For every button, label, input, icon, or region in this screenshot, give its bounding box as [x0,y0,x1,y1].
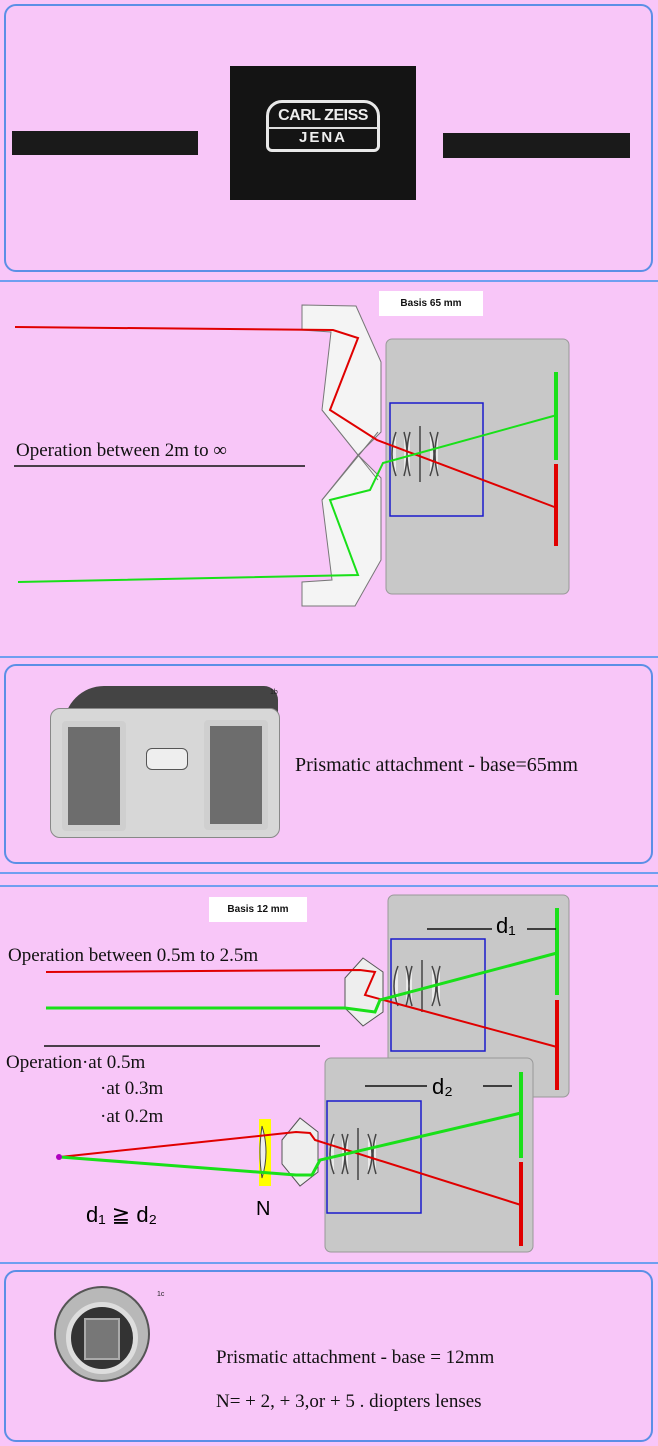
logo-panel [4,4,653,272]
green-ray-12-a [46,951,558,1014]
object-point [56,1154,62,1160]
lens-box-12-a [390,938,486,1052]
prism-65-panel [4,664,653,864]
operation-text-12: Operation between 0.5m to 2.5m [8,945,259,966]
lens-elements-65 [391,426,439,482]
prism-small-a [344,957,384,1027]
prism-12-caption-1: Prismatic attachment - base = 12mm [216,1347,495,1368]
n-label: N [256,1198,271,1220]
op-at-2: ·at 0.3m [100,1078,164,1099]
operation-text-65: Operation between 2m to ∞ [16,440,227,461]
prism-12-panel [4,1270,653,1442]
op-at-3: ·at 0.2m [100,1106,164,1127]
logo-badge [266,100,380,152]
prism-cross-b [321,431,379,501]
d2-label: d₂ [432,1074,453,1099]
green-ray-65 [17,414,558,583]
basis-12-label: Basis 12 mm [209,897,307,922]
prism-12-photo [54,1286,150,1390]
red-ray-65 [14,326,558,509]
prism-cross-a [321,409,379,481]
window-left [62,721,126,831]
separator-5 [0,1262,658,1264]
separator-4 [0,885,658,887]
window-right [204,720,268,830]
camera-body-12-b [324,1057,534,1253]
red-ray-12-a [45,968,558,1048]
prism-65-photo [50,686,280,840]
photo-tag-1b: 1b [270,689,278,696]
separator-3 [0,872,658,874]
n-lens [259,1125,267,1179]
zeiss-logo: CARL ZEISS JENA [230,66,416,200]
red-ray-12-b [59,1130,522,1206]
logo-line1: CARL ZEISS [278,107,368,124]
separator-2 [0,656,658,658]
diagram-65mm [14,304,570,607]
lens-box-65 [389,402,484,517]
logo-line2: JENA [298,129,347,146]
basis-65-label: Basis 65 mm [379,291,483,316]
lens-elements-12-a [393,960,441,1012]
logo-divider [268,127,378,129]
green-ray-12-b [59,1111,522,1177]
device-badge [146,748,188,770]
prism-65-caption: Prismatic attachment - base=65mm [295,754,578,776]
separator-1 [0,280,658,282]
op-at-1: Operation·at 0.5m [6,1052,146,1073]
prism-12-caption-2: N= + 2, + 3,or + 5 . diopters lenses [216,1391,482,1412]
d-relation: d₁ ≧ d₂ [86,1202,158,1227]
ring-glass [84,1318,120,1360]
photo-tag-1c: 1c [157,1291,165,1298]
redacted-bar-left [12,131,198,155]
prism-small-b [281,1117,319,1187]
d1-label: d₁ [496,913,516,938]
redacted-bar-right [443,133,630,158]
